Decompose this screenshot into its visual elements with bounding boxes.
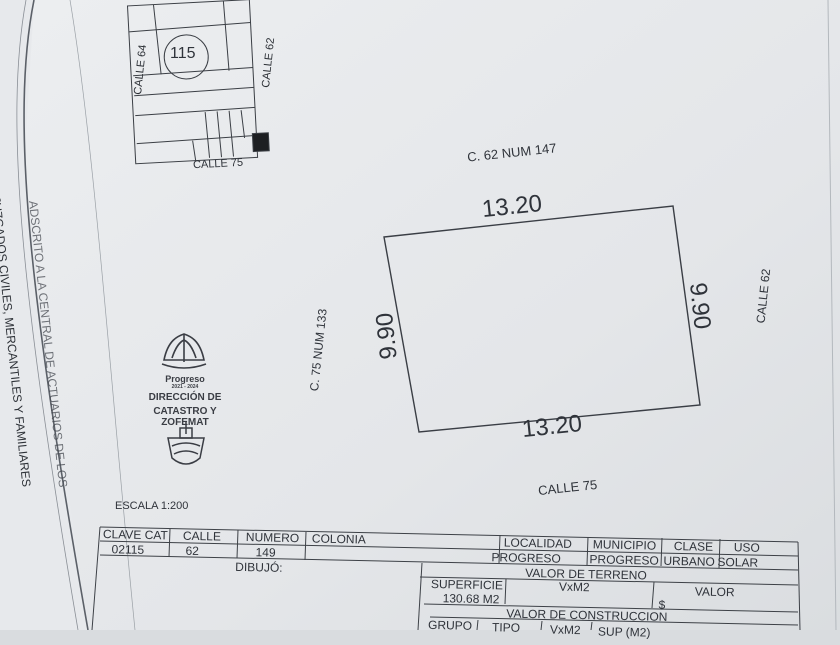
- value-localidad: PROGRESO: [491, 550, 562, 566]
- logo-department-line1: DIRECCIÓN DE: [148, 392, 222, 403]
- bottom-header-grupo: GRUPO: [427, 617, 473, 633]
- header-numero: NUMERO: [245, 530, 300, 546]
- map-block-number: 115: [170, 45, 196, 62]
- header-localidad: LOCALIDAD: [503, 535, 572, 551]
- logo-municipality: Progreso: [165, 374, 205, 384]
- municipal-logo-icon: [161, 333, 207, 369]
- header-colonia: COLONIA: [311, 531, 367, 547]
- logo-years: 2021 - 2024: [171, 384, 199, 390]
- value-uso: SOLAR: [717, 554, 759, 570]
- photo-background: [0, 0, 840, 630]
- value-clave-cat: 02115: [111, 542, 145, 557]
- header-municipio: MUNICIPIO: [592, 537, 657, 553]
- coat-of-arms-icon: [167, 422, 205, 465]
- valor-construccion-label: VALOR DE CONSTRUCCION: [506, 606, 668, 624]
- value-municipio: PROGRESO: [589, 552, 659, 568]
- logo-department-line2: CATASTRO Y ZOFEMAT: [153, 406, 217, 428]
- location-map: [126, 0, 270, 165]
- superficie-value: 130.68 M2: [442, 591, 500, 607]
- value-calle: 62: [185, 543, 200, 559]
- header-uso: USO: [733, 540, 760, 555]
- value-clase: URBANO: [663, 553, 715, 569]
- plot-outline: [383, 205, 701, 433]
- header-clase: CLASE: [673, 539, 714, 554]
- header-calle: CALLE: [182, 528, 222, 544]
- superficie-label: SUPERFICIE: [430, 576, 504, 593]
- vxm2-label: VxM2: [558, 579, 590, 595]
- scale-label: ESCALA 1:200: [115, 500, 189, 512]
- bottom-header-sup: SUP (M2): [597, 624, 651, 640]
- value-numero: 149: [255, 545, 276, 560]
- bottom-header-tipo: TIPO: [491, 620, 521, 635]
- valor-label: VALOR: [694, 584, 735, 600]
- data-table-grid: [91, 526, 801, 630]
- header-clave-cat: CLAVE CAT: [102, 527, 168, 543]
- dibujo-label: DIBUJÓ:: [235, 559, 283, 575]
